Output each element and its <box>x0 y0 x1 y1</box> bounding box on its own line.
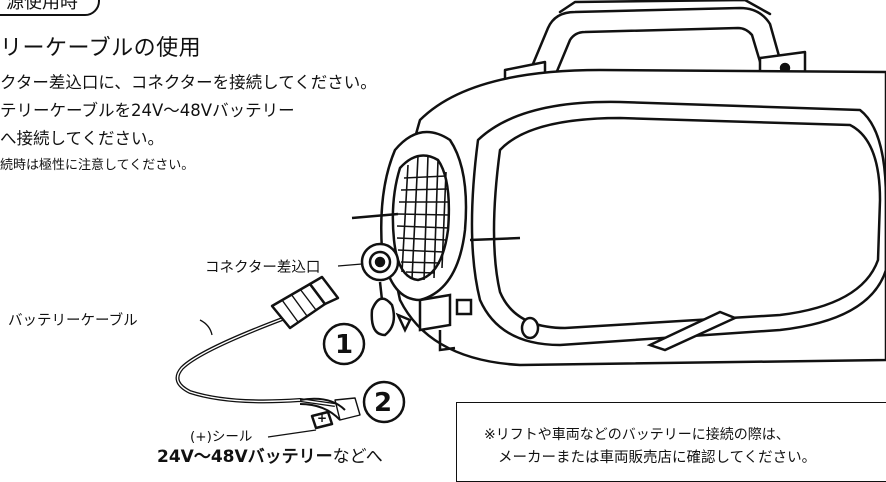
battery-destination-voltage: 24V〜48Vバッテリー <box>157 447 333 467</box>
battery-cable-label: バッテリーケーブル <box>8 309 138 330</box>
note-line-2: メーカーまたは車両販売店に確認してください。 <box>498 446 816 467</box>
instruction-step-2-cont: へ接続してください。 <box>0 125 164 149</box>
battery-destination-suffix: などへ <box>333 447 383 467</box>
connector-socket-label: コネクター差込口 <box>205 256 320 277</box>
heater-body <box>396 70 886 365</box>
instruction-step-2: テリーケーブルを24V〜48Vバッテリー <box>0 97 295 121</box>
polarity-caution: 続時は極性に注意してください。 <box>0 154 194 173</box>
instruction-step-1: クター差込口に、コネクターを接続してください。 <box>0 69 377 93</box>
battery-destination-label: 24V〜48Vバッテリーなどへ <box>157 442 383 467</box>
battery-cable <box>178 318 336 405</box>
note-line-1: ※リフトや車両などのバッテリーに接続の際は、 <box>484 424 790 444</box>
section-heading: リーケーブルの使用 <box>0 30 201 62</box>
step-marker-2: 2 <box>374 388 392 418</box>
step-marker-1: 1 <box>335 330 353 360</box>
plus-seal-symbol: + <box>317 411 327 425</box>
section-badge: 源使用時 <box>0 0 100 16</box>
